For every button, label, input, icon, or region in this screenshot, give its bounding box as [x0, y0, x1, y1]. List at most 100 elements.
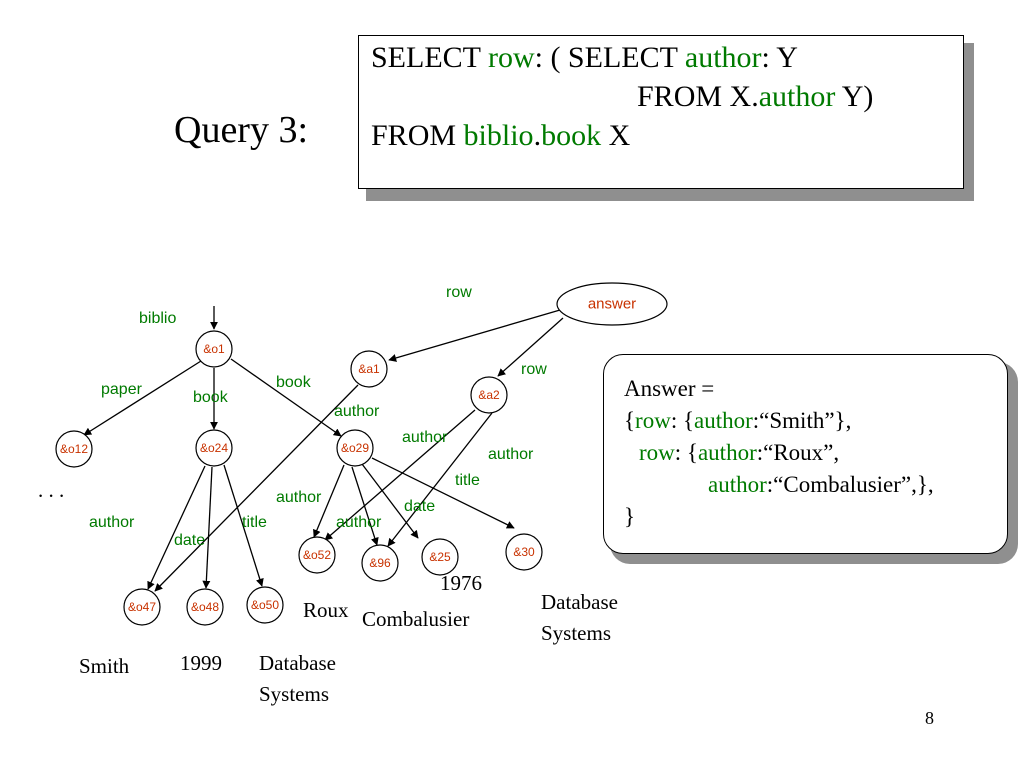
node-o1-label: &o1 — [203, 342, 225, 356]
leaf-value-database: Database — [259, 651, 336, 675]
node-o24-label: &o24 — [200, 441, 228, 455]
node-o29-label: &o29 — [341, 441, 369, 455]
var-x: X — [601, 119, 631, 152]
node-o12-label: &o12 — [60, 442, 88, 456]
answer-box: Answer = {row: {author:“Smith”}, row: {a… — [603, 354, 1008, 554]
node-o48-label: &o48 — [191, 600, 219, 614]
edge-label-author: author — [336, 514, 382, 531]
edge-label-date: date — [174, 532, 205, 549]
edge-label-book: book — [276, 374, 312, 391]
query-line-3: FROM biblio.book X — [371, 116, 630, 155]
edge-label-date: date — [404, 498, 435, 515]
brace-open: { — [624, 408, 636, 433]
var-y: : Y — [761, 41, 798, 74]
page-number: 8 — [925, 708, 934, 728]
keyword-select: SELECT — [371, 41, 488, 74]
value-combalusier: :“Combalusier”,}, — [766, 472, 934, 497]
edge-label-author: author — [334, 403, 380, 420]
label-author: author — [758, 80, 836, 113]
node-25 — [421, 538, 459, 576]
leaf-value-1976: 1976 — [440, 571, 482, 595]
answer-line-1: Answer = — [624, 373, 714, 405]
node-30 — [505, 533, 543, 571]
node-o52-label: &o52 — [303, 548, 331, 562]
leaf-value-systems: Systems — [541, 621, 611, 645]
label-row: row — [487, 41, 535, 74]
node-96 — [361, 544, 399, 582]
value-smith: :“Smith”}, — [752, 408, 852, 433]
node-o1 — [195, 330, 233, 368]
node-25-label: &25 — [429, 550, 451, 564]
node-96-label: &96 — [369, 556, 391, 570]
separator: : { — [670, 408, 695, 433]
separator: : { — [674, 440, 698, 465]
edge-o24-o50 — [223, 464, 264, 587]
node-answer — [556, 282, 668, 326]
label-book: book — [541, 119, 602, 152]
dot: . — [533, 119, 542, 152]
edge-o29-25 — [361, 463, 419, 539]
edge-label-row: row — [446, 284, 472, 301]
leaf-value-smith: Smith — [79, 654, 130, 678]
label-row: row — [639, 440, 675, 465]
label-biblio: biblio — [463, 119, 534, 152]
edge-o24-o47 — [147, 465, 206, 590]
label-author: author — [684, 41, 762, 74]
edge-label-paper: paper — [101, 381, 143, 398]
node-o50-label: &o50 — [251, 598, 279, 612]
edge-label-author: author — [89, 514, 135, 531]
node-a2-label: &a2 — [478, 388, 500, 402]
edge-o24-o48 — [202, 466, 213, 589]
answer-line-4: author:“Combalusier”,}, — [708, 469, 934, 501]
edge-o29-96 — [351, 466, 379, 546]
leaf-value-roux: Roux — [303, 598, 349, 622]
page-title: Query 3: — [174, 109, 309, 151]
answer-heading: Answer = — [624, 376, 715, 401]
node-30-label: &30 — [513, 545, 535, 559]
edge-a1-o47 — [154, 384, 359, 592]
value-roux: :“Roux”, — [756, 440, 840, 465]
node-a1-label: &a1 — [358, 362, 380, 376]
edge-o29-o52 — [313, 464, 345, 538]
edge-label-author: author — [488, 446, 534, 463]
node-a2 — [470, 376, 508, 414]
edge-label-row: row — [521, 361, 547, 378]
edge-label-author: author — [276, 489, 322, 506]
leaf-value-combalusier: Combalusier — [362, 607, 469, 631]
keyword-from: FROM X. — [637, 80, 759, 113]
label-author: author — [708, 472, 767, 497]
edge-o1-o12 — [83, 360, 202, 436]
query-line-1: SELECT row: ( SELECT author: Y — [371, 38, 798, 77]
node-o24 — [195, 429, 233, 467]
edge-a2-o52 — [324, 409, 476, 541]
edge-a2-96 — [387, 412, 493, 547]
nested-select: : ( SELECT — [534, 41, 685, 74]
answer-line-3: row: {author:“Roux”, — [639, 437, 839, 469]
keyword-from: FROM — [371, 119, 464, 152]
ellipsis: . . . — [38, 478, 64, 502]
edge-answer-a1 — [388, 309, 561, 362]
leaf-value-1999: 1999 — [180, 651, 222, 675]
answer-line-2: {row: {author:“Smith”}, — [624, 405, 851, 437]
edge-label-book: book — [193, 389, 229, 406]
node-o47-label: &o47 — [128, 600, 156, 614]
query-box: SELECT row: ( SELECT author: Y FROM X.au… — [358, 35, 964, 189]
node-o48 — [186, 588, 224, 626]
leaf-value-database: Database — [541, 590, 618, 614]
brace-close: } — [624, 504, 636, 529]
label-row: row — [635, 408, 671, 433]
edge-label-title: title — [242, 514, 267, 531]
node-o50 — [246, 586, 284, 624]
node-o29 — [336, 429, 374, 467]
var-y-close: Y) — [835, 80, 874, 113]
edge-label-title: title — [455, 472, 480, 489]
edge-label-biblio: biblio — [139, 310, 176, 327]
node-o52 — [298, 536, 336, 574]
node-o47 — [123, 588, 161, 626]
label-author: author — [694, 408, 753, 433]
edge-o29-30 — [371, 457, 515, 529]
query-line-2: FROM X.author Y) — [637, 77, 873, 116]
answer-line-5: } — [624, 501, 635, 533]
leaf-value-systems: Systems — [259, 682, 329, 706]
